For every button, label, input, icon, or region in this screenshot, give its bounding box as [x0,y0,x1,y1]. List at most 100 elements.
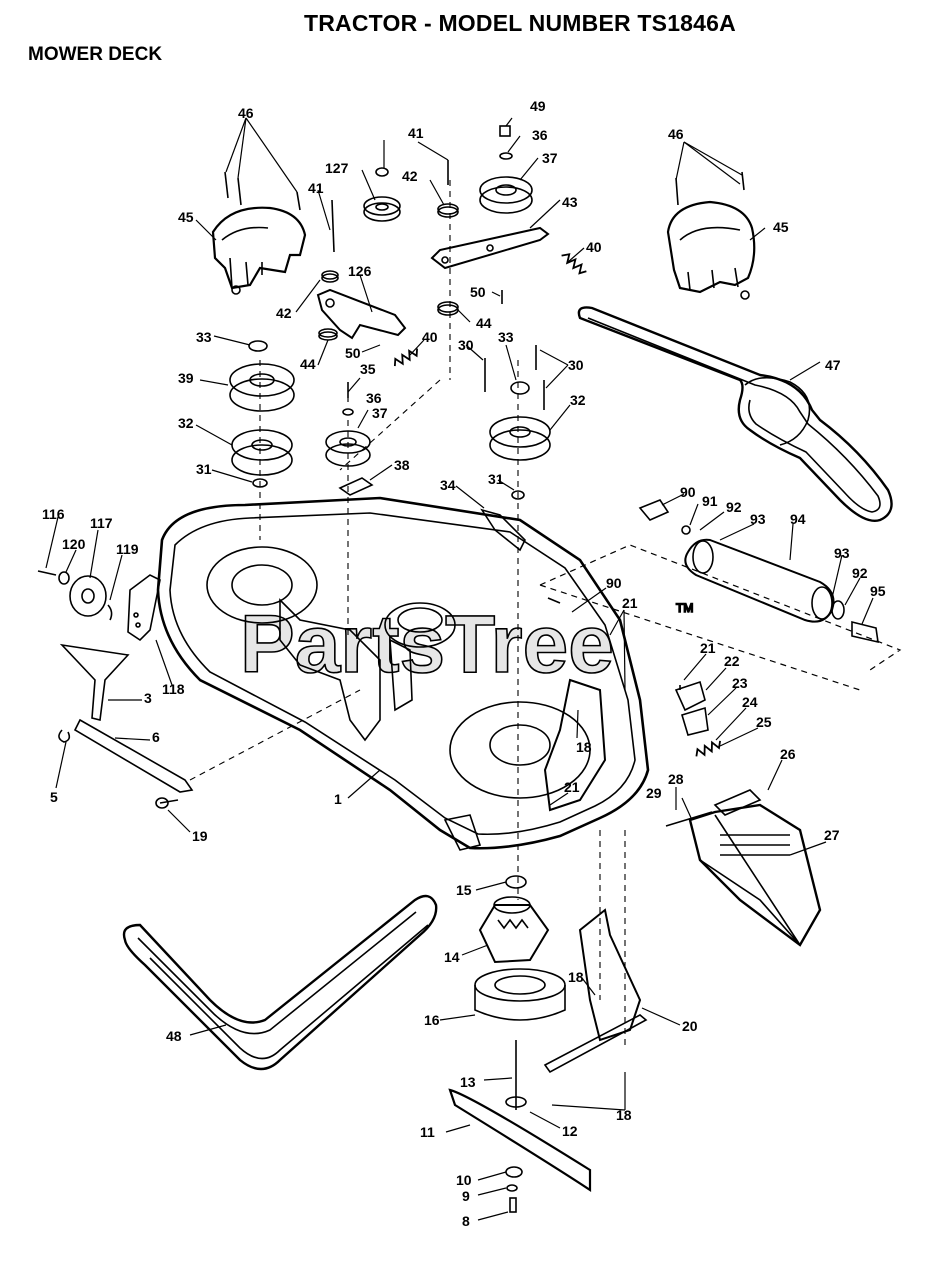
callout-label: 93 [750,511,766,527]
callout-label: 42 [402,168,418,184]
callout-label: 45 [178,209,194,225]
section-subtitle: MOWER DECK [28,44,163,65]
callout-label: 48 [166,1028,182,1044]
callout-label: 120 [62,536,86,552]
idler-arm-left [316,199,407,341]
leader-lines [45,117,874,1221]
callout-label: 92 [726,499,742,515]
lower-drive-belt [122,894,438,1071]
left-belt-cover [211,171,307,295]
callout-label: 50 [470,284,486,300]
callout-label: 46 [238,105,254,121]
callout-label: 49 [530,98,546,114]
callout-label: 22 [724,653,740,669]
callout-label: 25 [756,714,772,730]
callout-label: 95 [870,583,886,599]
callout-label: 119 [116,541,139,557]
discharge-chute-27 [688,803,822,947]
right-pulley-stack [480,345,551,552]
callout-label: 18 [568,969,584,985]
spring-40-upper [561,253,587,275]
upper-drive-belt [577,306,893,522]
callout-label: 30 [458,337,474,353]
spindle-shield-16 [474,968,566,1021]
callout-label: 32 [570,392,586,408]
roller-bracket-outline [539,544,902,691]
assembly-guide-lines [189,180,626,1050]
blade-assembly [448,1040,592,1213]
callout-label: 94 [790,511,806,527]
watermark-tm: TM [676,601,693,615]
callout-label: 29 [646,785,662,801]
callout-label: 28 [668,771,684,787]
callout-label: 23 [732,675,748,691]
callout-label: 91 [702,493,718,509]
callout-label: 38 [394,457,410,473]
pulley-127 [363,167,401,222]
callout-label: 117 [90,515,113,531]
callout-label: 9 [462,1188,470,1204]
callout-label: 18 [616,1107,632,1123]
watermark-text: PartsTree [240,599,614,690]
callout-label: 15 [456,882,472,898]
callout-label: 37 [372,405,388,421]
callout-label: 37 [542,150,558,166]
callout-label: 21 [564,779,580,795]
callout-label: 116 [42,506,65,522]
callout-label: 44 [476,315,492,331]
callout-label: 41 [408,125,424,141]
idler-arm-right [430,160,550,316]
callout-label: 47 [825,357,841,373]
callout-label: 12 [562,1123,578,1139]
left-pulley-stack [229,340,295,488]
callout-label: 90 [680,484,696,500]
callout-label: 16 [424,1012,440,1028]
callout-label: 11 [420,1124,435,1140]
front-link-parts [58,643,194,809]
callout-label: 127 [325,160,349,176]
page-title: TRACTOR - MODEL NUMBER TS1846A [304,10,736,36]
spring-40-lower [393,348,418,367]
callout-labels: 46 49 41 36 37 127 42 43 46 45 41 45 126… [42,98,886,1229]
callout-label: 18 [576,739,592,755]
callout-label: 26 [780,746,796,762]
callout-label: 1 [334,791,342,807]
callout-label: 6 [152,729,160,745]
rear-roller-94 [547,499,879,644]
callout-label: 21 [700,640,716,656]
callout-label: 41 [308,180,324,196]
callout-label: 30 [568,357,584,373]
callout-label: 40 [422,329,438,345]
deck-hanger-118 [127,574,161,642]
callout-label: 14 [444,949,460,965]
callout-label: 35 [360,361,376,377]
callout-label: 39 [178,370,194,386]
mower-deck-shell [156,496,650,851]
callout-label: 24 [742,694,758,710]
callout-label: 45 [773,219,789,235]
callout-label: 27 [824,827,840,843]
callout-label: 126 [348,263,372,279]
callout-label: 20 [682,1018,698,1034]
callout-label: 31 [196,461,212,477]
callout-label: 13 [460,1074,476,1090]
callout-label: 90 [606,575,622,591]
callout-label: 118 [162,681,185,697]
callout-label: 34 [440,477,456,493]
callout-label: 36 [532,127,548,143]
callout-label: 32 [178,415,194,431]
callout-label: 8 [462,1213,470,1229]
callout-label: 19 [192,828,208,844]
callout-label: 42 [276,305,292,321]
gauge-wheel-117 [37,570,113,621]
callout-label: 43 [562,194,578,210]
callout-label: 44 [300,356,316,372]
right-belt-cover [666,171,756,300]
baffle-20 [543,908,648,1074]
callout-label: 3 [144,690,152,706]
callout-label: 21 [622,595,638,611]
callout-label: 33 [196,329,212,345]
callout-label: 40 [586,239,602,255]
callout-label: 10 [456,1172,472,1188]
